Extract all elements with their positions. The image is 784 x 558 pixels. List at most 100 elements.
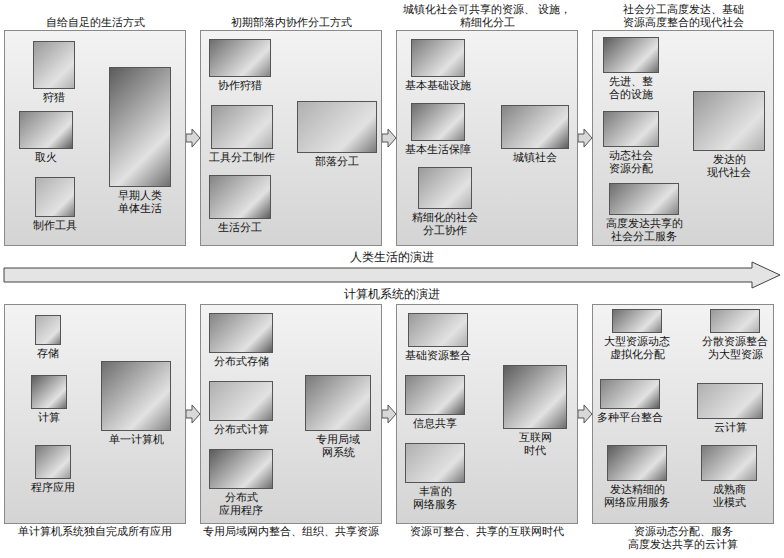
- item-node: 协作狩猎: [209, 39, 271, 92]
- panel-heading: 单计算机系统独自完成所有应用: [5, 525, 185, 538]
- item-node: 程序应用: [31, 445, 75, 494]
- item-node: 制作工具: [33, 177, 77, 232]
- item-label: 分散资源整合 为大型资源: [697, 335, 773, 361]
- band-label: 计算机系统的演进: [0, 287, 784, 301]
- item-node: 发达精细的 网络应用服务: [597, 445, 677, 509]
- item-label: 分布式存储: [209, 355, 273, 368]
- block-arrow: [186, 405, 200, 423]
- photo-placeholder: [209, 381, 273, 421]
- item-label: 单一计算机: [101, 433, 171, 446]
- photo-placeholder: [101, 361, 171, 431]
- item-label: 分布式 应用程序: [211, 491, 271, 517]
- item-node: 分布式计算: [209, 381, 273, 436]
- connector: [382, 129, 396, 147]
- item-label: 制作工具: [33, 219, 77, 232]
- stage-panel: 单计算机系统独自完成所有应用存储计算程序应用单一计算机: [4, 304, 186, 524]
- connector: [578, 405, 592, 423]
- item-label: 专用局域 网系统: [308, 433, 368, 459]
- stage-panel: 初期部落内协作分工方式协作狩猎工具分工制作生活分工部落分工: [200, 30, 382, 246]
- item-label: 存储: [35, 347, 61, 360]
- item-node: 存储: [35, 315, 61, 360]
- stage-panel: 资源动态分配、服务 高度发达共享的云计算大型资源动态 虚拟化分配分散资源整合 为…: [592, 304, 774, 524]
- photo-placeholder: [609, 183, 679, 215]
- connector: [186, 129, 200, 147]
- photo-placeholder: [19, 111, 73, 149]
- item-node: 精细化的社会 分工协作: [405, 167, 485, 237]
- item-label: 大型资源动态 虚拟化分配: [597, 335, 677, 361]
- item-node: 取火: [19, 111, 73, 164]
- item-node: 早期人类 单体生活: [105, 67, 175, 215]
- photo-placeholder: [211, 105, 273, 149]
- item-node: 信息共享: [405, 375, 465, 430]
- photo-placeholder: [35, 445, 71, 479]
- block-arrow: [382, 129, 396, 147]
- item-node: 单一计算机: [101, 361, 171, 446]
- item-node: 分布式存储: [209, 313, 273, 368]
- photo-placeholder: [305, 375, 371, 431]
- item-label: 丰富的 网络服务: [405, 485, 465, 511]
- connector: [382, 405, 396, 423]
- item-label: 基础资源整合: [405, 349, 471, 362]
- item-node: 狩猎: [33, 41, 75, 104]
- item-label: 发达精细的 网络应用服务: [597, 483, 677, 509]
- item-label: 信息共享: [405, 417, 465, 430]
- item-label: 工具分工制作: [209, 151, 275, 164]
- item-node: 专用局域 网系统: [305, 375, 371, 459]
- item-label: 基本基础设施: [405, 79, 471, 92]
- stage-panel: 自给自足的生活方式狩猎取火制作工具早期人类 单体生活: [4, 30, 186, 246]
- item-node: 动态社会 资源分配: [601, 111, 661, 175]
- item-label: 精细化的社会 分工协作: [405, 211, 485, 237]
- panel-heading: 自给自足的生活方式: [5, 16, 185, 29]
- item-label: 取火: [19, 151, 73, 164]
- item-node: 计算: [31, 375, 67, 424]
- connector: [578, 129, 592, 147]
- item-label: 多种平台整合: [597, 411, 663, 424]
- photo-placeholder: [503, 365, 567, 429]
- item-node: 分散资源整合 为大型资源: [697, 309, 773, 361]
- item-label: 成熟商 业模式: [704, 483, 754, 509]
- panel-heading: 社会分工高度发达、基础 资源高度整合的现代社会: [593, 3, 773, 29]
- block-arrow: [578, 405, 592, 423]
- item-label: 城镇社会: [501, 151, 569, 164]
- item-node: 基本生活保障: [405, 103, 471, 156]
- item-label: 程序应用: [31, 481, 75, 494]
- item-label: 互联网 时代: [510, 431, 560, 457]
- photo-placeholder: [209, 175, 271, 219]
- item-node: 互联网 时代: [503, 365, 567, 457]
- item-node: 丰富的 网络服务: [405, 443, 465, 511]
- item-node: 部落分工: [297, 101, 377, 168]
- item-node: 工具分工制作: [209, 105, 275, 164]
- panel-heading: 城镇化社会可共享的资源、 设施，精细化分工: [397, 3, 577, 29]
- item-label: 生活分工: [209, 221, 271, 234]
- photo-placeholder: [603, 37, 659, 73]
- photo-placeholder: [33, 41, 75, 89]
- item-label: 计算: [31, 411, 67, 424]
- photo-placeholder: [209, 313, 273, 353]
- item-label: 发达的 现代社会: [699, 153, 759, 179]
- photo-placeholder: [31, 375, 67, 409]
- photo-placeholder: [109, 67, 171, 187]
- stage-panel: 专用局域网内整合、组织、共享资源分布式存储分布式计算分布式 应用程序专用局域 网…: [200, 304, 382, 524]
- stage-panel: 城镇化社会可共享的资源、 设施，精细化分工基本基础设施基本生活保障精细化的社会 …: [396, 30, 578, 246]
- stage-panel: 社会分工高度发达、基础 资源高度整合的现代社会先进、整 合的设施动态社会 资源分…: [592, 30, 774, 246]
- photo-placeholder: [35, 177, 75, 217]
- connector: [186, 405, 200, 423]
- band-label: 人类生活的演进: [0, 250, 784, 264]
- photo-placeholder: [411, 103, 465, 141]
- photo-placeholder: [600, 379, 660, 409]
- photo-placeholder: [405, 375, 465, 415]
- evolution-arrow: [4, 262, 780, 288]
- photo-placeholder: [411, 39, 465, 77]
- item-node: 分布式 应用程序: [209, 449, 273, 517]
- photo-placeholder: [607, 445, 667, 481]
- block-arrow: [186, 129, 200, 147]
- photo-placeholder: [209, 449, 273, 489]
- photo-placeholder: [297, 101, 377, 153]
- item-node: 城镇社会: [501, 105, 569, 164]
- photo-placeholder: [697, 383, 763, 419]
- block-arrow: [578, 129, 592, 147]
- panel-heading: 专用局域网内整合、组织、共享资源: [201, 525, 381, 538]
- item-label: 狩猎: [33, 91, 75, 104]
- item-label: 云计算: [700, 421, 760, 434]
